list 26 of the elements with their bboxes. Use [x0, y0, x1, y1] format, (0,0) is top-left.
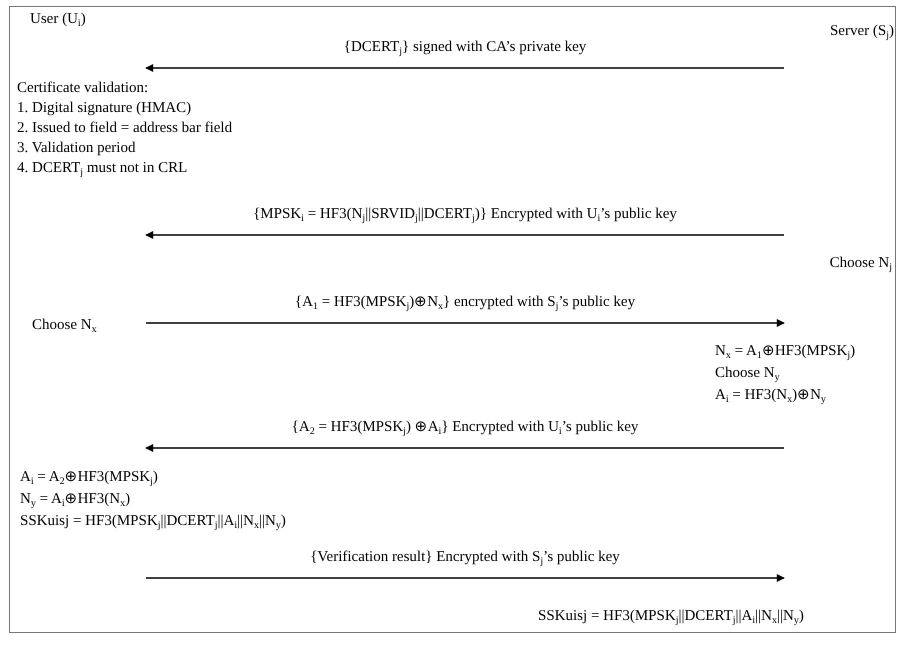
step-text-line: A$_{i}$ = A$_{2}$⊕HF3(MPSK$_{j}$): [20, 468, 159, 488]
message-arrow: [145, 231, 784, 239]
step-text: SSKuisj = HF3(MPSK$_{j}$||DCERT$_{j}$||A$_{i}$||N$_{x}$||N$_{y}$): [538, 607, 804, 625]
step-text-line: 3. Validation period: [17, 139, 136, 158]
participant-label: Server (S$_{j}$): [830, 22, 894, 40]
message-arrow: [146, 574, 785, 582]
step-text: Choose N$_{x}$: [32, 316, 97, 334]
participant-label: User (U$_{i}$): [30, 10, 86, 28]
edge-label: {A$_{1}$ = HF3(MPSK$_{j}$)⊕N$_{x}$} encrypted with S$_{j}$’s public key: [294, 293, 636, 311]
step-text-line: SSKuisj = HF3(MPSK$_{j}$||DCERT$_{j}$||A$_{i}$||N$_{x}$||N$_{y}$): [20, 512, 286, 532]
message-arrow: [145, 64, 784, 72]
step-text-line: 1. Digital signature (HMAC): [17, 99, 192, 118]
message-arrow: [146, 319, 785, 327]
step-text-line: Choose N$_{y}$: [715, 364, 781, 384]
step-text-line: N$_{y}$ = A$_{i}$⊕HF3(N$_{x}$): [20, 490, 132, 510]
step-text-line: A$_{i}$ = HF3(N$_{x}$)⊕N$_{y}$: [715, 386, 827, 406]
step-text-line: 2. Issued to field = address bar field: [17, 119, 232, 138]
step-text-line: 4. DCERT$_{j}$ must not in CRL: [17, 159, 188, 178]
message-arrow: [145, 444, 784, 452]
edge-label: {Verification result} Encrypted with S$_{j}$’s public key: [310, 548, 620, 566]
step-text: Choose N$_{j}$: [830, 254, 892, 272]
step-text-line: Certificate validation:: [17, 79, 150, 98]
edge-label: {A$_{2}$ = HF3(MPSK$_{j}$) ⊕A$_{i}$} Encrypted with U$_{i}$’s public key: [292, 418, 638, 436]
step-text-line: N$_{x}$ = A$_{1}$⊕HF3(MPSK$_{j}$): [715, 342, 856, 362]
edge-label: {DCERT$_{j}$} signed with CA’s private key: [344, 38, 586, 56]
edge-label: {MPSK$_{i}$ = HF3(N$_{j}$||SRVID$_{j}$||DCERT$_{j}$)} Encrypted with U$_{i}$’s public key: [253, 205, 677, 223]
